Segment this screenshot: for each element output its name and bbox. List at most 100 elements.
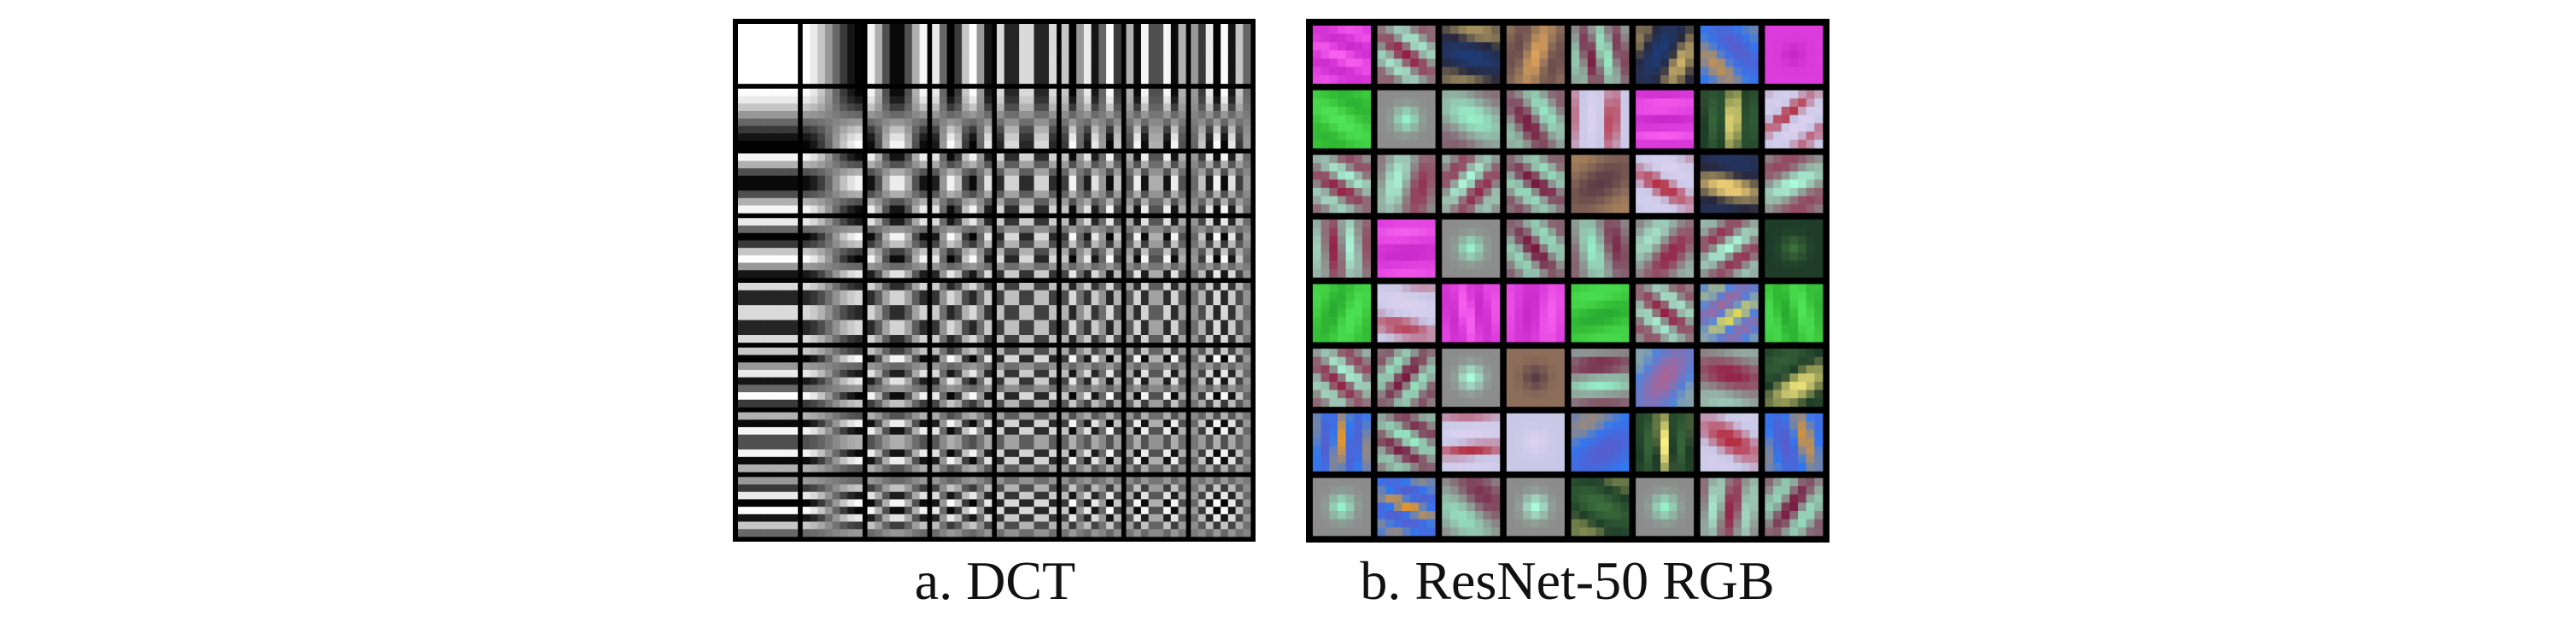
resnet-filter-cell	[1377, 26, 1436, 85]
dct-basis-cell	[802, 283, 863, 343]
resnet-filter-cell	[1765, 349, 1824, 408]
dct-basis-cell	[738, 218, 799, 279]
dct-basis-cell	[867, 283, 928, 343]
resnet-filter-cell	[1636, 155, 1695, 214]
resnet-filter-cell	[1571, 349, 1630, 408]
dct-basis-cell	[932, 283, 992, 343]
resnet-filter-cell	[1313, 90, 1372, 149]
dct-basis-cell	[1191, 283, 1251, 343]
dct-basis-cell	[997, 477, 1057, 537]
dct-basis-image	[738, 24, 1251, 537]
resnet-filter-cell	[1377, 155, 1436, 214]
dct-basis-cell	[997, 412, 1057, 472]
dct-basis-cell	[867, 24, 928, 85]
dct-basis-cell	[738, 283, 799, 343]
dct-basis-cell	[1061, 477, 1121, 537]
dct-basis-cell	[738, 347, 799, 408]
resnet-filter-cell	[1442, 284, 1501, 343]
caption-dct: a. DCT	[914, 550, 1076, 611]
dct-basis-cell	[802, 477, 863, 537]
dct-basis-cell	[932, 24, 992, 85]
dct-basis-cell	[997, 347, 1057, 408]
resnet-filter-cell	[1377, 413, 1436, 472]
resnet-filter-cell	[1636, 219, 1695, 278]
resnet-filter-cell	[1442, 90, 1501, 149]
resnet-filter-cell	[1506, 478, 1565, 537]
resnet-filter-cell	[1765, 219, 1824, 278]
dct-basis-cell	[738, 412, 799, 472]
dct-basis-cell	[802, 88, 863, 149]
dct-basis-cell	[1126, 283, 1186, 343]
resnet-filter-cell	[1377, 90, 1436, 149]
dct-basis-cell	[1126, 412, 1186, 472]
resnet-filter-cell	[1636, 413, 1695, 472]
resnet-filter-cell	[1765, 284, 1824, 343]
dct-basis-cell	[932, 412, 992, 472]
resnet-filter-cell	[1442, 219, 1501, 278]
resnet-filter-cell	[1313, 284, 1372, 343]
dct-basis-cell	[1126, 24, 1186, 85]
dct-basis-cell	[1191, 477, 1251, 537]
dct-basis-cell	[738, 477, 799, 537]
dct-basis-cell	[932, 477, 992, 537]
resnet-filter-cell	[1765, 155, 1824, 214]
resnet-filter-cell	[1571, 413, 1630, 472]
dct-basis-cell	[867, 218, 928, 279]
resnet-filter-cell	[1377, 349, 1436, 408]
dct-basis-cell	[802, 412, 863, 472]
resnet-filter-cell	[1377, 219, 1436, 278]
dct-basis-cell	[932, 153, 992, 214]
dct-basis-cell	[802, 347, 863, 408]
dct-basis-cell	[1061, 24, 1121, 85]
dct-basis-cell	[867, 477, 928, 537]
dct-basis-cell	[738, 88, 799, 149]
resnet-filter-cell	[1700, 478, 1759, 537]
dct-basis-cell	[997, 283, 1057, 343]
dct-basis-cell	[1061, 153, 1121, 214]
dct-basis-cell	[1126, 88, 1186, 149]
resnet-filter-cell	[1700, 90, 1759, 149]
dct-basis-cell	[1126, 153, 1186, 214]
resnet-filter-cell	[1506, 219, 1565, 278]
resnet-filter-cell	[1571, 26, 1630, 85]
resnet-filter-cell	[1636, 26, 1695, 85]
resnet-filter-cell	[1765, 478, 1824, 537]
resnet-filter-cell	[1636, 90, 1695, 149]
dct-basis-cell	[867, 153, 928, 214]
dct-basis-cell	[738, 24, 799, 85]
dct-basis-cell	[867, 88, 928, 149]
dct-basis-cell	[997, 218, 1057, 279]
resnet-filter-cell	[1700, 26, 1759, 85]
dct-basis-cell	[932, 88, 992, 149]
dct-basis-grid	[733, 19, 1256, 542]
resnet-filter-cell	[1700, 349, 1759, 408]
resnet-filter-cell	[1313, 219, 1372, 278]
dct-basis-cell	[997, 88, 1057, 149]
resnet-filter-cell	[1700, 155, 1759, 214]
resnet-filter-cell	[1442, 155, 1501, 214]
resnet-filter-cell	[1571, 155, 1630, 214]
resnet-filter-cell	[1313, 26, 1372, 85]
dct-basis-cell	[1191, 88, 1251, 149]
resnet-filter-cell	[1313, 155, 1372, 214]
resnet-filter-cell	[1506, 284, 1565, 343]
dct-basis-cell	[802, 24, 863, 85]
resnet-filter-cell	[1377, 478, 1436, 537]
resnet-filter-cell	[1700, 413, 1759, 472]
dct-basis-cell	[1061, 218, 1121, 279]
dct-basis-cell	[1191, 24, 1251, 85]
resnet-filter-cell	[1506, 413, 1565, 472]
resnet-filter-cell	[1442, 478, 1501, 537]
resnet-filter-cell	[1442, 26, 1501, 85]
dct-basis-cell	[802, 218, 863, 279]
resnet-filter-cell	[1377, 284, 1436, 343]
resnet-filter-cell	[1636, 349, 1695, 408]
dct-basis-cell	[867, 412, 928, 472]
dct-basis-cell	[932, 218, 992, 279]
resnet-filter-cell	[1313, 478, 1372, 537]
resnet-filter-cell	[1506, 90, 1565, 149]
dct-basis-cell	[1126, 347, 1186, 408]
resnet-filter-cell	[1765, 90, 1824, 149]
dct-basis-cell	[1061, 283, 1121, 343]
dct-basis-cell	[997, 24, 1057, 85]
